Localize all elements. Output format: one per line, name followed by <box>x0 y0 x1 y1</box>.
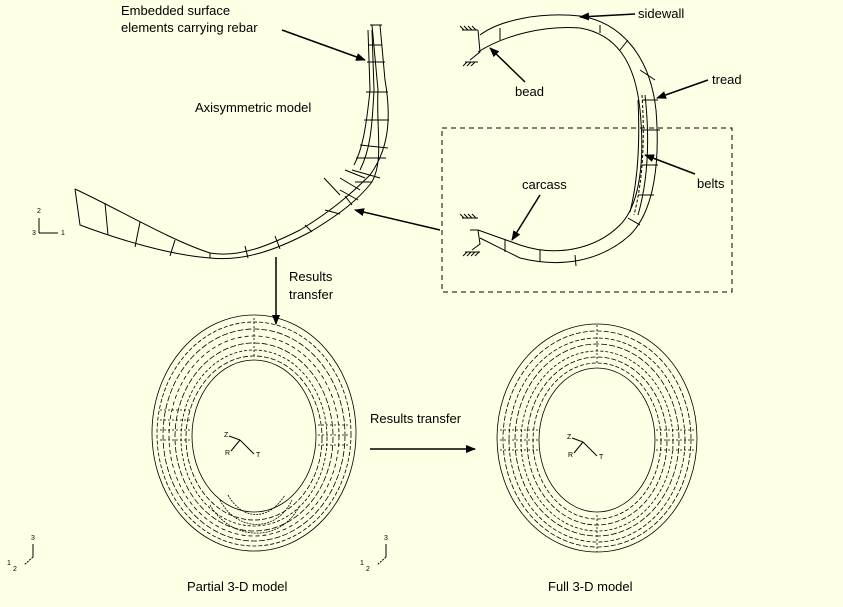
results-transfer-label-line2: transfer <box>289 287 334 302</box>
partial-3d-torus <box>151 314 357 552</box>
full-local-z: Z <box>567 434 572 441</box>
partial-model-caption: Partial 3-D model <box>187 579 288 594</box>
selection-box <box>441 127 733 293</box>
arrows <box>272 12 709 453</box>
axisymmetric-mesh <box>74 24 389 260</box>
sidewall-label: sidewall <box>638 6 685 21</box>
full-3d-torus <box>496 323 698 553</box>
full-model-caption: Full 3-D model <box>548 579 633 594</box>
partial-local-r: R <box>225 450 231 457</box>
bead-arrow <box>489 47 526 83</box>
partial-local-triad <box>228 435 255 455</box>
results-transfer-label-line1: Results <box>289 269 333 284</box>
full-local-t: T <box>599 454 604 461</box>
tread-arrow <box>656 79 709 99</box>
partial-local-z: Z <box>224 432 229 439</box>
axisym-triad-horizontal: 1 <box>61 230 65 237</box>
belts-arrow <box>644 154 696 175</box>
axisym-triad-origin: 3 <box>32 230 36 237</box>
carcass-label: carcass <box>522 177 567 192</box>
axisymmetric-label: Axisymmetric model <box>195 100 312 115</box>
partial-triad-other: 1 <box>7 560 11 567</box>
axisym-triad-vertical: 2 <box>37 208 41 215</box>
full-triad-vertical: 3 <box>384 535 388 542</box>
tread-label: tread <box>712 72 742 87</box>
tire-cross-section <box>459 14 660 267</box>
belts-label: belts <box>697 176 725 191</box>
embedded-arrow <box>281 29 366 61</box>
full-triad-horizontal: 2 <box>366 566 370 573</box>
partial-local-t: T <box>256 452 261 459</box>
full-triad-other: 1 <box>360 560 364 567</box>
carcass-arrow <box>511 194 541 241</box>
bead-label: bead <box>515 84 544 99</box>
box-to-axisym-arrow <box>354 208 441 231</box>
full-local-triad <box>571 437 598 457</box>
partial-triad-horizontal: 2 <box>13 566 17 573</box>
results-transfer-horizontal-label: Results transfer <box>370 411 462 426</box>
partial-global-triad <box>23 544 34 566</box>
full-global-triad <box>376 544 387 566</box>
partial-triad-vertical: 3 <box>31 535 35 542</box>
axisymmetric-triad <box>38 218 58 234</box>
embedded-label-line1: Embedded surface <box>121 3 231 18</box>
sidewall-arrow <box>579 12 636 21</box>
embedded-label-line2: elements carrying rebar <box>121 20 258 35</box>
full-local-r: R <box>568 452 574 459</box>
